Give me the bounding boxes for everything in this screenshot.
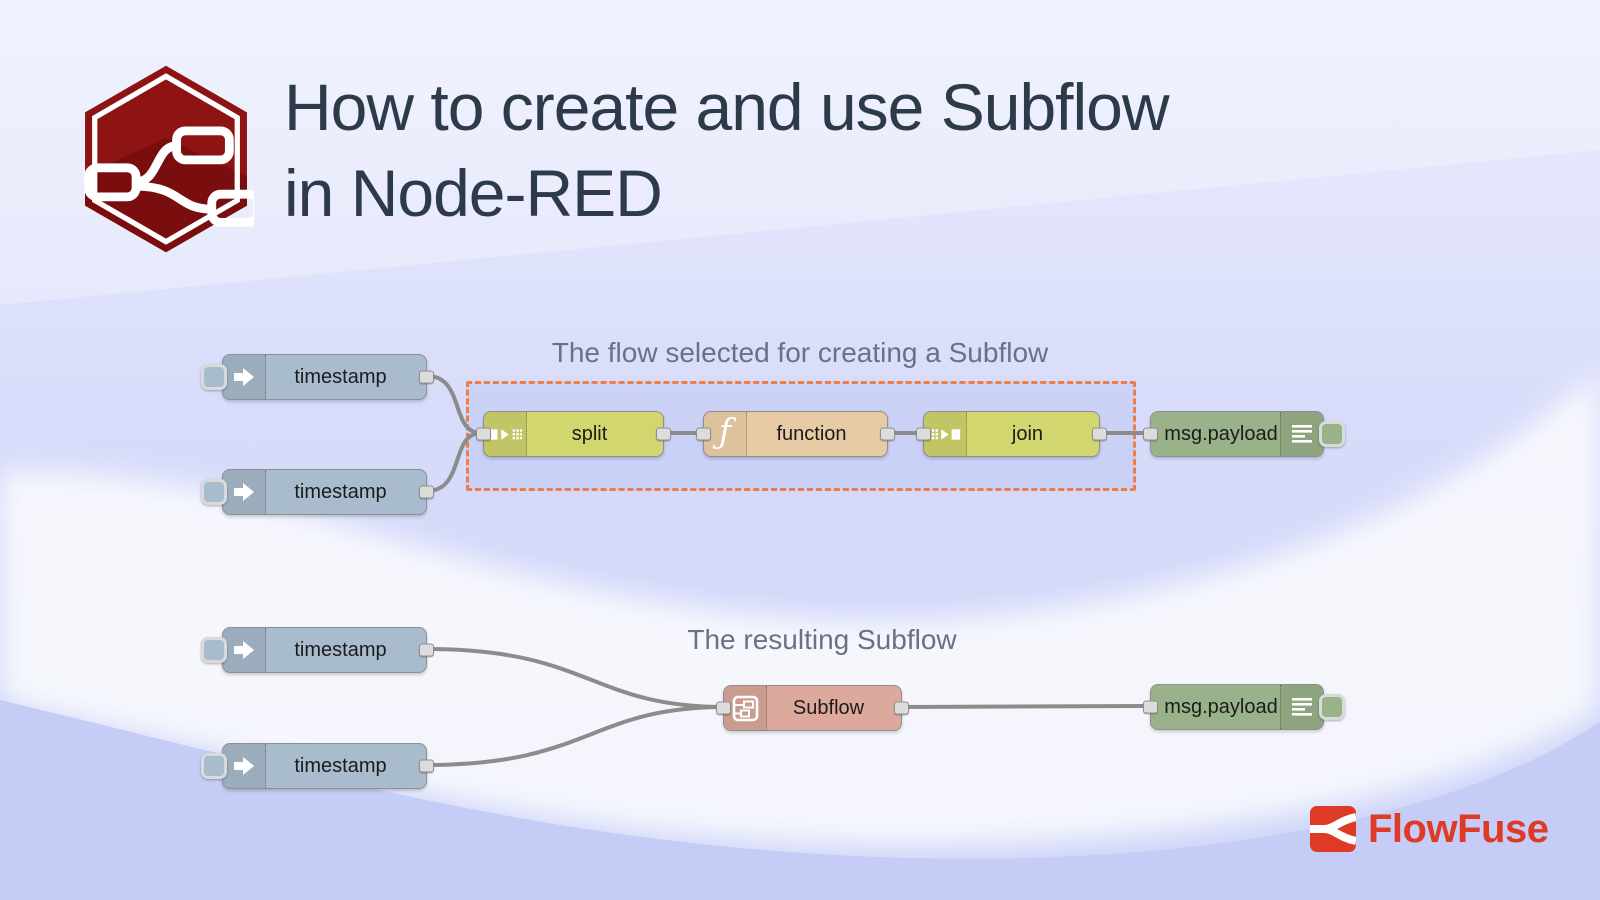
input-port bbox=[1143, 700, 1158, 714]
node-debug: msg.payload bbox=[1143, 411, 1345, 457]
flowfuse-wordmark: FlowFuse bbox=[1368, 806, 1549, 851]
function-icon: ƒ bbox=[704, 412, 747, 456]
subflow-icon bbox=[724, 686, 767, 730]
flowfuse-logo-icon bbox=[1310, 806, 1356, 852]
node-inject: timestamp bbox=[201, 469, 434, 515]
node-label: timestamp bbox=[294, 480, 387, 503]
node-inject: timestamp bbox=[201, 627, 434, 673]
header: How to create and use Subflow in Node-RE… bbox=[78, 62, 1170, 256]
inject-button bbox=[201, 637, 227, 663]
inject-button bbox=[201, 479, 227, 505]
split-icon bbox=[484, 412, 527, 456]
input-port bbox=[1143, 427, 1158, 441]
node-label: join bbox=[1011, 422, 1044, 445]
inject-icon bbox=[223, 744, 266, 788]
input-port bbox=[696, 427, 711, 441]
inject-icon bbox=[223, 355, 266, 399]
output-port bbox=[894, 701, 909, 715]
title-line-2: in Node-RED bbox=[284, 156, 663, 230]
join-icon bbox=[924, 412, 967, 456]
node-debug: msg.payload bbox=[1143, 684, 1345, 730]
output-port bbox=[656, 427, 671, 441]
inject-button bbox=[201, 364, 227, 390]
node-inject: timestamp bbox=[201, 743, 434, 789]
output-port bbox=[880, 427, 895, 441]
page-title: How to create and use Subflow in Node-RE… bbox=[284, 64, 1170, 236]
node-label: timestamp bbox=[294, 754, 387, 777]
debug-toggle-button bbox=[1319, 421, 1345, 447]
node-label: msg.payload bbox=[1164, 695, 1278, 718]
title-line-1: How to create and use Subflow bbox=[284, 70, 1170, 144]
output-port bbox=[419, 759, 434, 773]
input-port bbox=[476, 427, 491, 441]
output-port bbox=[1092, 427, 1107, 441]
inject-icon bbox=[223, 628, 266, 672]
input-port bbox=[716, 701, 731, 715]
node-label: msg.payload bbox=[1164, 422, 1278, 445]
node-inject: timestamp bbox=[201, 354, 434, 400]
node-label: Subflow bbox=[792, 696, 865, 719]
debug-toggle-button bbox=[1319, 694, 1345, 720]
output-port bbox=[419, 485, 434, 499]
node-label: timestamp bbox=[294, 365, 387, 388]
output-port bbox=[419, 370, 434, 384]
node-join: join bbox=[916, 411, 1107, 457]
flowfuse-brand: FlowFuse bbox=[1310, 806, 1549, 852]
output-port bbox=[419, 643, 434, 657]
debug-icon bbox=[1280, 412, 1323, 456]
flow2-caption: The resulting Subflow bbox=[687, 624, 957, 655]
input-port bbox=[916, 427, 931, 441]
node-label: timestamp bbox=[294, 638, 387, 661]
node-red-logo-icon bbox=[84, 65, 254, 253]
debug-icon bbox=[1280, 685, 1323, 729]
node-subflow: Subflow bbox=[716, 685, 909, 731]
node-label: split bbox=[571, 422, 608, 445]
node-split: split bbox=[476, 411, 671, 457]
node-function: ƒ function bbox=[696, 411, 895, 457]
inject-button bbox=[201, 753, 227, 779]
flow1-caption: The flow selected for creating a Subflow bbox=[551, 337, 1049, 368]
node-label: function bbox=[776, 422, 847, 445]
inject-icon bbox=[223, 470, 266, 514]
